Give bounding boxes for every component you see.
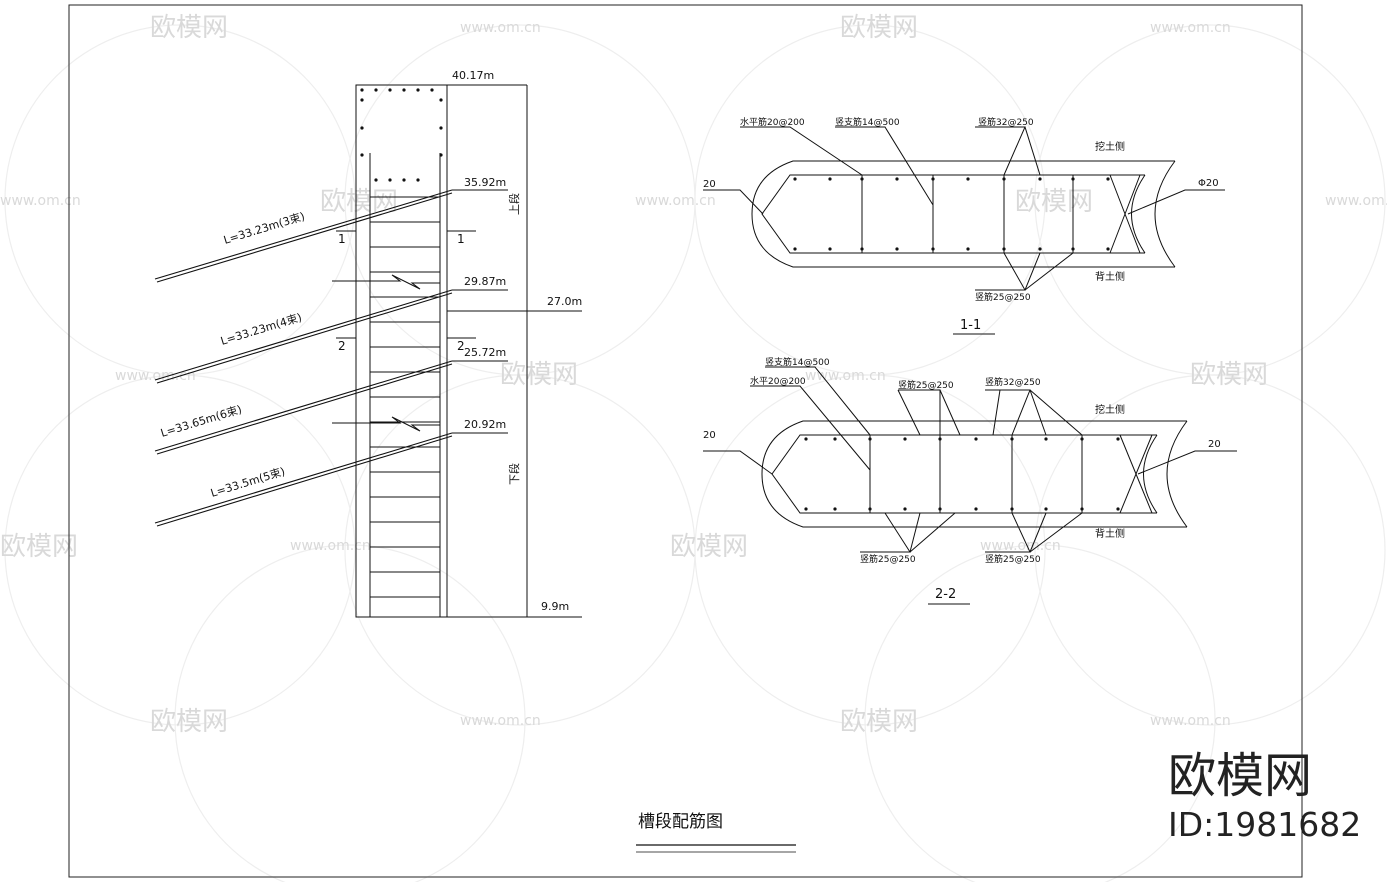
watermark-id: ID:1981682 <box>1168 805 1361 844</box>
level-label: 20.92m <box>464 418 506 431</box>
segment-label: 上段 <box>507 193 521 215</box>
dimension-label: Φ20 <box>1198 178 1219 189</box>
watermark-url: www.om.cn <box>115 368 196 384</box>
dimension-label: 20 <box>703 179 716 190</box>
drawing-title: 槽段配筋图 <box>638 812 723 832</box>
side-label: 挖土侧 <box>1095 403 1125 416</box>
watermark-brand: 欧模网 <box>1015 187 1093 217</box>
drawing-title-block: 槽段配筋图 <box>636 812 796 853</box>
section-2-2-labels: 竖支筋14@500 水平20@200 竖筋25@250 竖筋32@250 挖土侧… <box>703 356 1221 602</box>
watermark-corner: 欧模网 ID:1981682 <box>1168 748 1361 844</box>
section-title: 1-1 <box>960 318 981 333</box>
rebar-label: 竖筋25@250 <box>975 291 1031 303</box>
watermark-brand: 欧模网 <box>500 360 578 390</box>
watermark-urls: www.om.cn www.om.cn www.om.cn www.om.cn … <box>0 20 1387 729</box>
rebar-label: 竖筋25@250 <box>860 553 916 565</box>
rebar-label: 竖筋25@250 <box>898 379 954 391</box>
level-label: 40.17m <box>452 69 494 82</box>
level-label: 35.92m <box>464 176 506 189</box>
side-label: 背土侧 <box>1095 270 1125 283</box>
watermark-brand: 欧模网 <box>150 13 228 43</box>
rebar-label: 竖支筋14@500 <box>765 356 830 368</box>
section-mark: 2 <box>338 339 346 353</box>
watermark-text: 欧模网 欧模网 欧模网 欧模网 欧模网 欧模网 欧模网 欧模网 欧模网 欧模网 <box>0 13 1268 737</box>
section-2-2 <box>703 366 1237 605</box>
section-mark: 2 <box>457 339 465 353</box>
elevation-view <box>154 84 582 618</box>
watermark-brand: 欧模网 <box>1190 360 1268 390</box>
drawing-border <box>68 4 1303 878</box>
section-1-1-labels: 水平筋20@200 竖支筋14@500 竖筋32@250 挖土侧 竖筋25@25… <box>703 116 1219 333</box>
rebar-label: 水平筋20@200 <box>740 116 805 128</box>
watermark-url: www.om.cn <box>980 538 1061 554</box>
dimension-label: 20 <box>1208 439 1221 450</box>
watermark-brand: 欧模网 <box>840 707 918 737</box>
section-1-1 <box>703 126 1225 335</box>
rebar-label: 竖支筋14@500 <box>835 116 900 128</box>
watermark-brand: 欧模网 <box>0 532 78 562</box>
watermark-url: www.om.cn <box>460 20 541 36</box>
rebar-label: 竖筋32@250 <box>978 116 1034 128</box>
section-title: 2-2 <box>935 587 956 602</box>
watermark-brand: 欧模网 <box>670 532 748 562</box>
section-mark: 1 <box>338 232 346 246</box>
segment-label: 下段 <box>507 463 521 485</box>
watermark-url: www.om.cn <box>635 193 716 209</box>
watermark-brand: 欧模网 <box>320 187 398 217</box>
level-label: 29.87m <box>464 275 506 288</box>
rebar-label: 竖筋25@250 <box>985 553 1041 565</box>
watermark-url: www.om.cn <box>290 538 371 554</box>
dimension-label: 20 <box>703 430 716 441</box>
side-label: 挖土侧 <box>1095 140 1125 153</box>
level-label: 27.0m <box>547 295 582 308</box>
section-mark: 1 <box>457 232 465 246</box>
side-label: 背土侧 <box>1095 527 1125 540</box>
watermark-url: www.om.cn <box>460 713 541 729</box>
watermark-url: www.om.cn <box>1150 713 1231 729</box>
level-label: 25.72m <box>464 346 506 359</box>
anchor-label: L=33.65m(6束) <box>159 403 243 440</box>
elevation-labels: 40.17m 35.92m 29.87m 25.72m 20.92m 27.0m… <box>159 69 582 613</box>
rebar-label: 水平20@200 <box>750 375 806 387</box>
rebar-label: 竖筋32@250 <box>985 376 1041 388</box>
watermark-url: www.om.cn <box>0 193 81 209</box>
level-label: 9.9m <box>541 600 569 613</box>
watermark-brand: 欧模网 <box>150 707 228 737</box>
watermark-url: www.om.cn <box>1325 193 1387 209</box>
watermark-url: www.om.cn <box>1150 20 1231 36</box>
watermark-brand: 欧模网 <box>840 13 918 43</box>
watermark-logo: 欧模网 <box>1168 748 1312 804</box>
